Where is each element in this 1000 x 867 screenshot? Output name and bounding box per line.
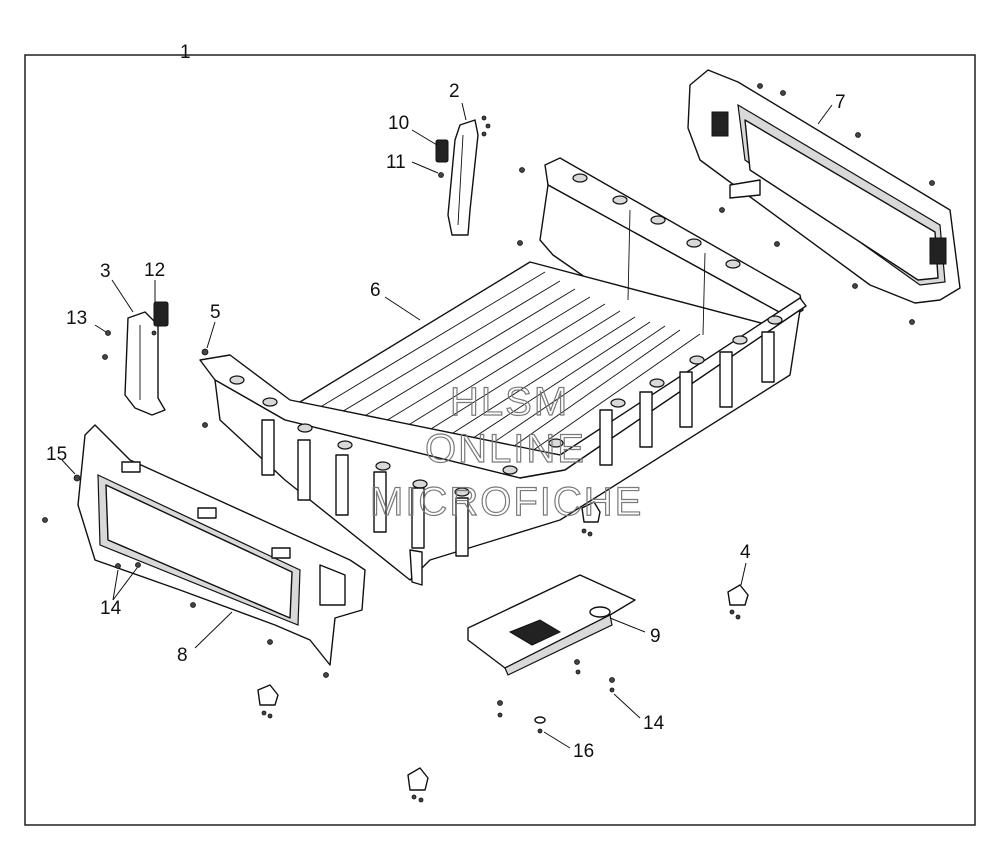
bracket-right-screws bbox=[481, 115, 491, 137]
clip-center bbox=[581, 501, 601, 537]
leader-lines bbox=[61, 102, 833, 749]
callout-9[interactable]: 9 bbox=[650, 626, 661, 647]
screw-15[interactable] bbox=[73, 474, 81, 482]
tailgate-screws bbox=[719, 83, 935, 325]
skid-plate-part[interactable] bbox=[467, 574, 636, 676]
callout-16[interactable]: 16 bbox=[573, 741, 594, 762]
screw-14-group[interactable] bbox=[497, 659, 615, 718]
callout-6[interactable]: 6 bbox=[370, 280, 381, 301]
clip-left bbox=[257, 684, 279, 719]
callout-2[interactable]: 2 bbox=[449, 81, 460, 102]
callout-8[interactable]: 8 bbox=[177, 645, 188, 666]
front-panel-part[interactable] bbox=[42, 424, 366, 678]
clip-4-part[interactable] bbox=[727, 584, 749, 620]
svg-text:ONLINE: ONLINE bbox=[425, 427, 586, 471]
svg-text:MICROFICHE: MICROFICHE bbox=[370, 480, 643, 524]
diagram-frame bbox=[24, 54, 976, 826]
screw-box-top bbox=[519, 167, 525, 173]
screw-5[interactable] bbox=[201, 348, 209, 356]
callout-7[interactable]: 7 bbox=[835, 92, 846, 113]
svg-text:HLSM: HLSM bbox=[450, 380, 569, 424]
callout-10[interactable]: 10 bbox=[388, 113, 409, 134]
wall-pillars bbox=[261, 331, 775, 557]
nut-16[interactable] bbox=[534, 716, 546, 734]
callout-3[interactable]: 3 bbox=[100, 261, 111, 282]
bracket-left-part[interactable] bbox=[124, 311, 166, 416]
clip-bottom bbox=[407, 767, 429, 803]
callout-15[interactable]: 15 bbox=[46, 444, 67, 465]
bracket-right-part[interactable] bbox=[447, 115, 491, 236]
callout-12[interactable]: 12 bbox=[144, 260, 165, 281]
callout-4[interactable]: 4 bbox=[740, 542, 751, 563]
front-panel-screws bbox=[42, 517, 329, 678]
callout-5[interactable]: 5 bbox=[210, 302, 221, 323]
latch-right-part[interactable] bbox=[435, 139, 449, 163]
callout-14-right[interactable]: 14 bbox=[643, 713, 665, 734]
callout-13[interactable]: 13 bbox=[66, 308, 87, 329]
screw-11[interactable] bbox=[438, 172, 444, 178]
tailgate-panel-part[interactable] bbox=[687, 69, 961, 325]
callout-11[interactable]: 11 bbox=[386, 152, 406, 173]
watermark: HLSM ONLINE MICROFICHE bbox=[369, 379, 643, 524]
screw-box-rear bbox=[517, 240, 523, 246]
callout-14-left[interactable]: 14 bbox=[100, 598, 122, 619]
latch-left-part[interactable] bbox=[153, 301, 169, 327]
screw-5b bbox=[202, 422, 208, 428]
screw-13[interactable] bbox=[102, 330, 111, 360]
rail-bosses bbox=[229, 173, 783, 497]
callout-1[interactable]: 1 bbox=[180, 42, 191, 63]
cargo-box-part[interactable] bbox=[199, 157, 807, 586]
